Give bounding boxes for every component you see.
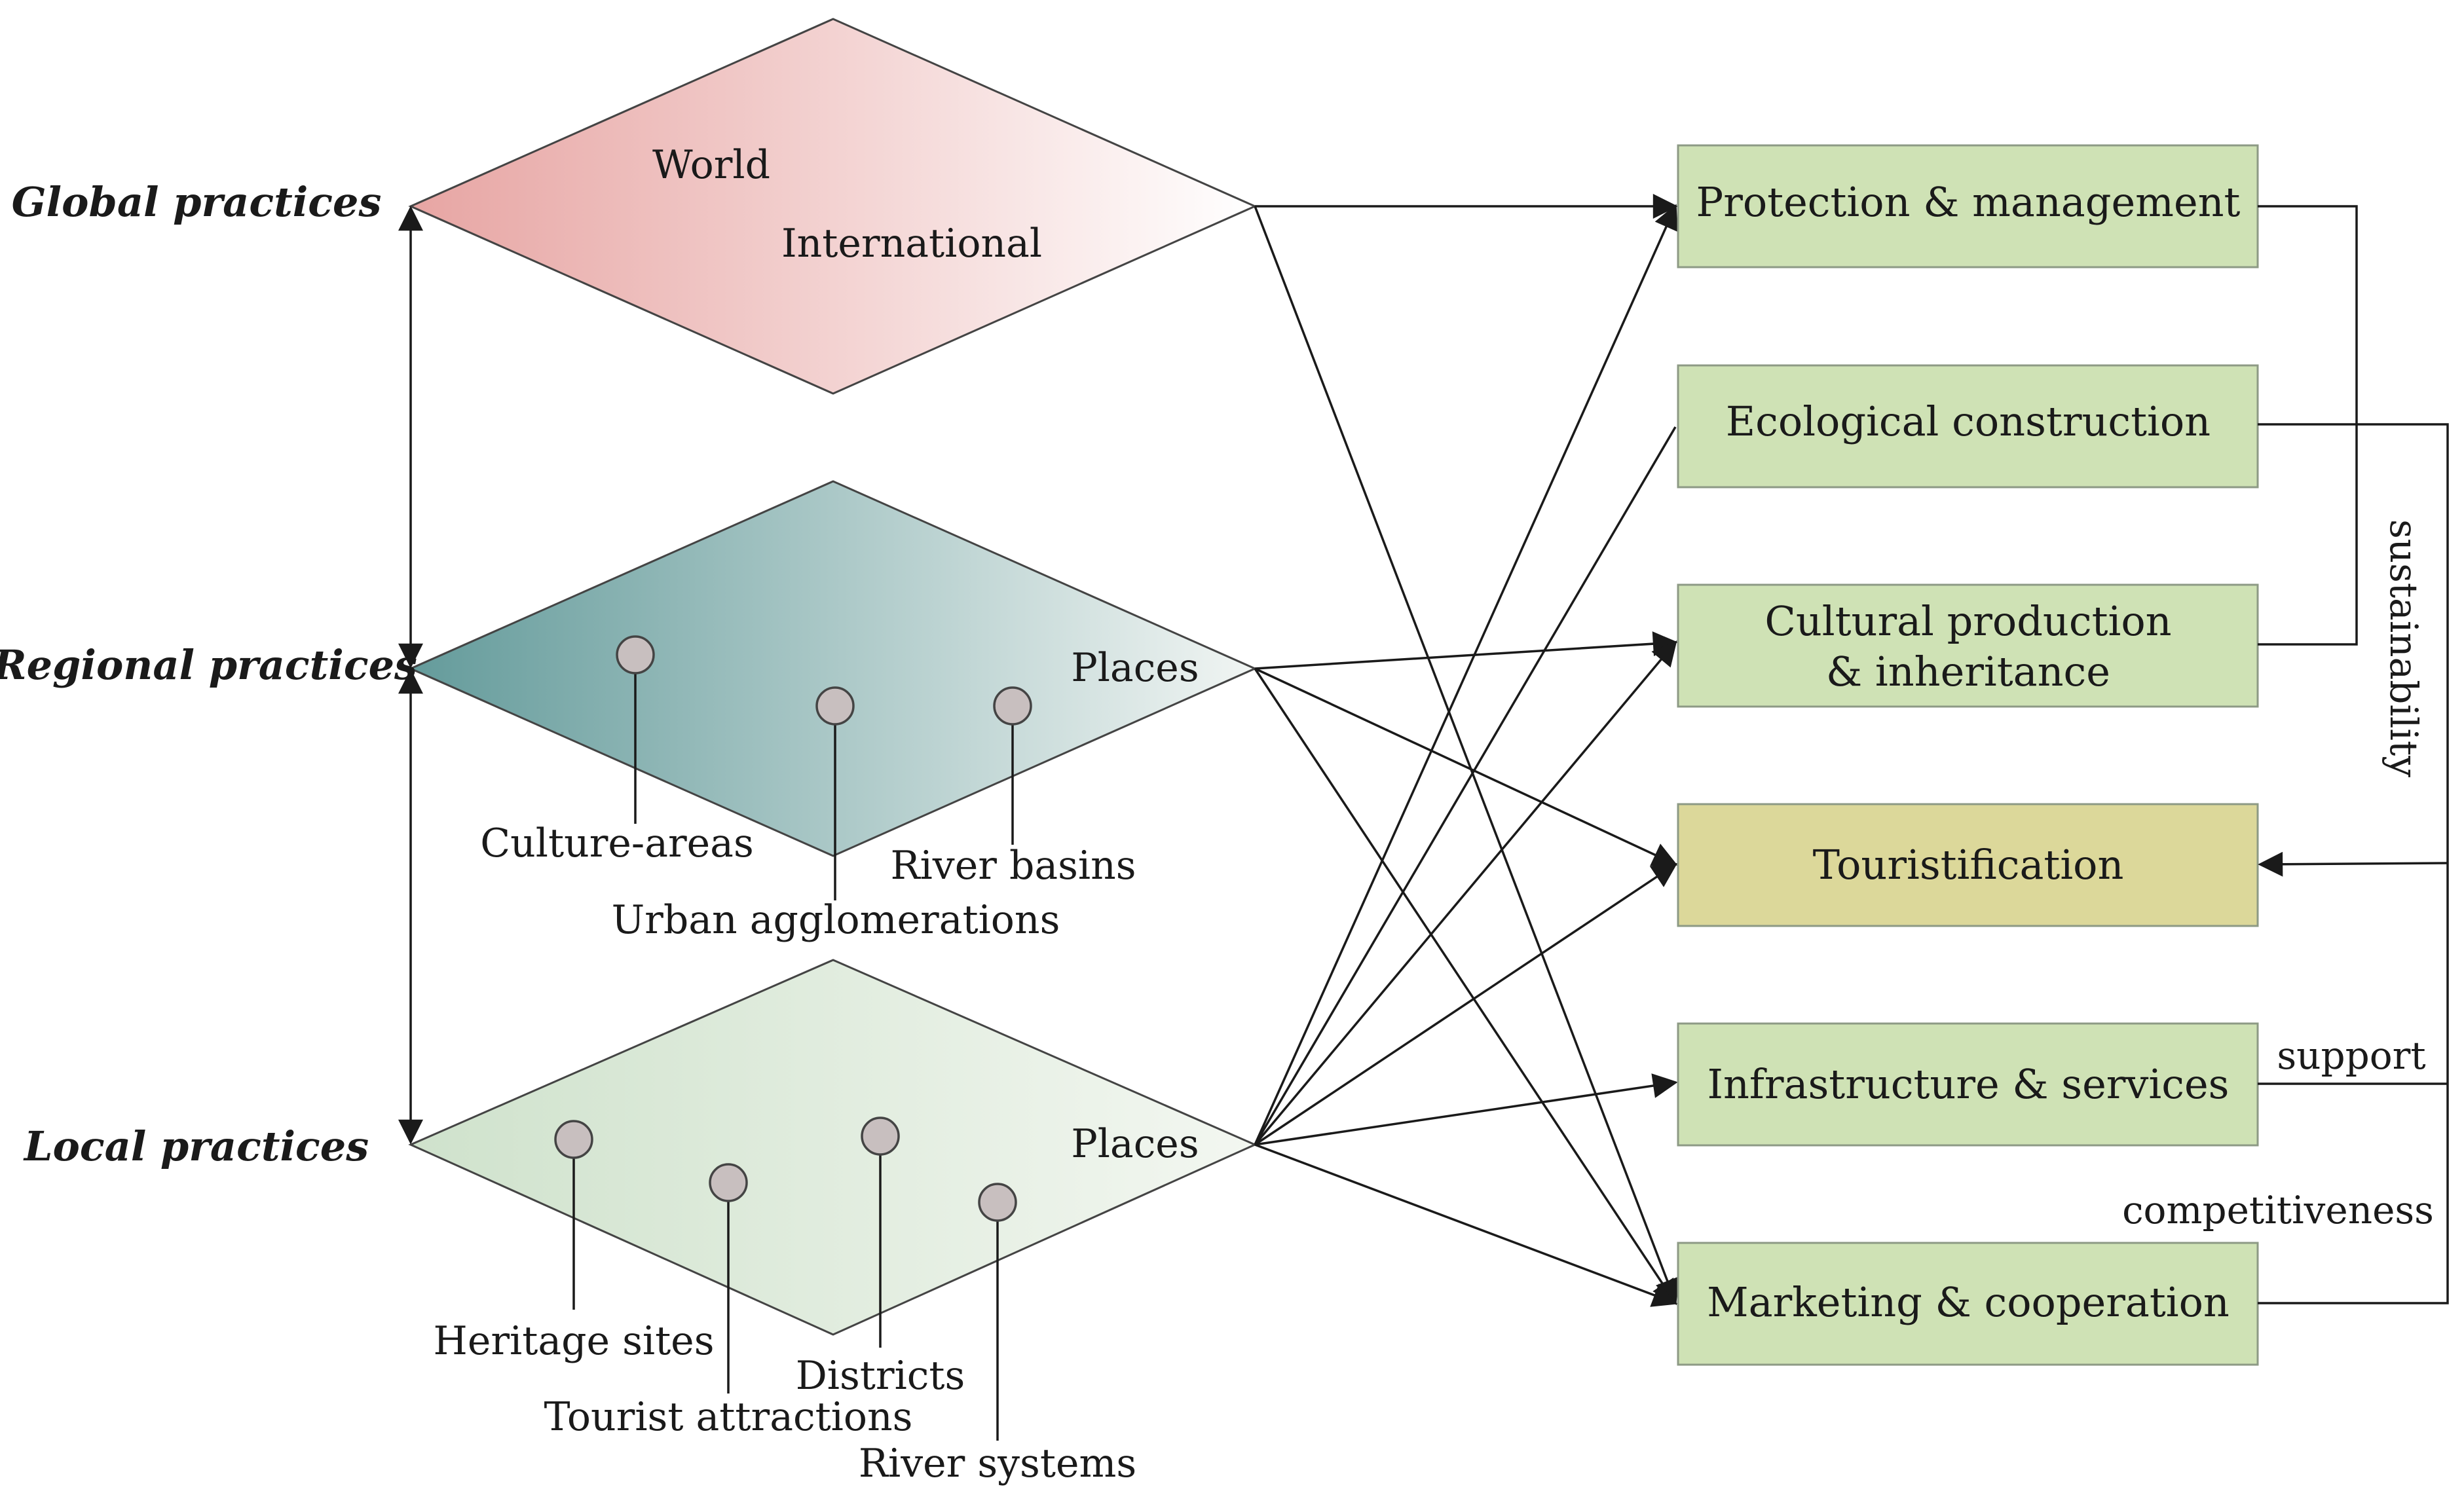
cultural-production-label-line1: Cultural production [1764,597,2171,645]
urban-agglomerations-pin [815,686,855,726]
support-label: support [2277,1033,2425,1078]
local-to-cultural-arrow [1254,640,1677,1146]
ecological-construction-label: Ecological construction [1726,397,2211,445]
global-diamond [408,18,1258,395]
competitiveness-label: competitiveness [2122,1188,2434,1232]
global-to-marketing-arrow [1254,206,1679,1304]
regional-places-label: Places [1071,645,1199,691]
world-label: World [652,142,770,188]
districts-pin [861,1117,900,1156]
marketing-cooperation-box: Marketing & cooperation [1677,1242,2259,1366]
river-basins-label: River basins [890,843,1136,889]
urban-agglomerations-label: Urban agglomerations [612,897,1060,943]
marketing-cooperation-label: Marketing & cooperation [1707,1278,2230,1326]
river-systems-pin [978,1183,1017,1222]
cultural-production-label-line2: & inheritance [1826,648,2110,695]
sustainability-label: sustainability [2381,519,2426,777]
tourist-attractions-pin [709,1163,748,1202]
heritage-sites-pin [554,1120,593,1159]
touristification-box: Touristification [1677,803,2259,927]
cultural-production-box: Cultural production & inheritance [1677,583,2259,708]
local-to-protection-arrow [1254,204,1678,1145]
protection-management-box: Protection & management [1677,144,2259,268]
river-basins-pin [993,686,1032,726]
international-label: International [781,221,1042,267]
regional-to-marketing-arrow [1254,668,1677,1306]
ecological-rail [2258,423,2449,863]
marketing-rail [2258,863,2449,1304]
local-to-marketing-arrow [1254,1143,1678,1307]
local-places-label: Places [1071,1121,1199,1167]
districts-label: Districts [796,1353,965,1399]
rail-to-touristification-arrow [2258,851,2448,877]
ecological-construction-box: Ecological construction [1677,364,2259,489]
river-systems-label: River systems [859,1441,1136,1486]
protection-management-label: Protection & management [1696,178,2241,226]
heritage-sites-label: Heritage sites [434,1318,715,1364]
local-to-infrastructure-arrow [1254,1073,1678,1146]
tourist-attractions-label: Tourist attractions [544,1394,913,1440]
local-to-ecological-line [1254,426,1677,1145]
culture-areas-label: Culture-areas [480,821,753,866]
regional-practices-label: Regional practices [0,641,417,689]
culture-areas-pin [616,635,655,674]
regional-to-cultural-arrow [1254,631,1678,670]
infrastructure-services-label: Infrastructure & services [1707,1060,2229,1108]
global-practices-label: Global practices [12,178,382,226]
infrastructure-services-box: Infrastructure & services [1677,1022,2259,1147]
touristification-label: Touristification [1813,841,2124,889]
local-practices-label: Local practices [23,1122,369,1170]
local-to-touristification-arrow [1254,862,1678,1146]
regional-to-touristification-arrow [1254,667,1678,866]
